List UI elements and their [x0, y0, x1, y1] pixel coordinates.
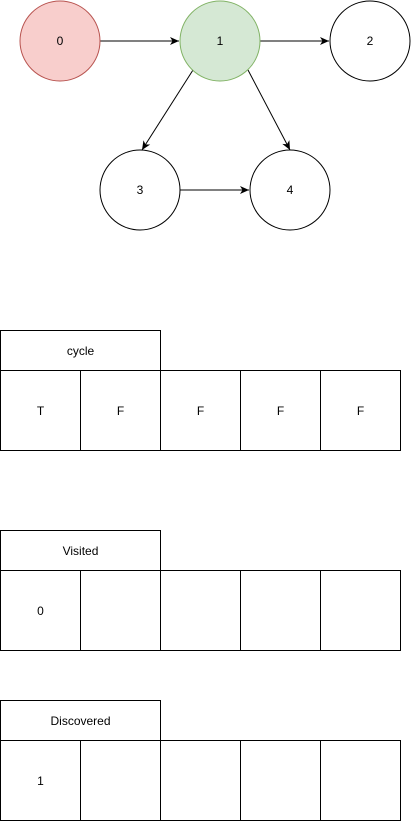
node-1-label: 1	[217, 34, 224, 48]
visited-cell-0: 0	[0, 570, 81, 651]
visited-table-header: Visited	[0, 530, 161, 571]
discovered-cell-3	[240, 740, 321, 821]
visited-cell-4	[320, 570, 401, 651]
node-1-circle	[179, 0, 261, 82]
cycle-cell-1: F	[80, 370, 161, 451]
discovered-cell-0: 1	[0, 740, 81, 821]
node-0-circle	[19, 0, 101, 82]
graph-diagram: 0 1 2 3 4	[19, 0, 411, 231]
cycle-cell-2: F	[160, 370, 241, 451]
edge-1-4	[247, 69, 291, 151]
visited-cell-2	[160, 570, 241, 651]
node-4-circle	[249, 149, 331, 231]
cycle-cell-3: F	[240, 370, 321, 451]
node-3: 3	[99, 149, 181, 231]
node-3-label: 3	[137, 183, 144, 197]
cycle-cell-0: T	[0, 370, 81, 451]
node-3-circle	[99, 149, 181, 231]
edge-1-3	[141, 69, 194, 151]
node-1: 1	[179, 0, 261, 82]
node-0: 0	[19, 0, 101, 82]
node-4-label: 4	[287, 183, 294, 197]
visited-cell-1	[80, 570, 161, 651]
node-2-circle	[329, 0, 411, 82]
discovered-cell-4	[320, 740, 401, 821]
discovered-cell-2	[160, 740, 241, 821]
discovered-cell-1	[80, 740, 161, 821]
node-0-label: 0	[57, 34, 64, 48]
cycle-cell-4: F	[320, 370, 401, 451]
node-4: 4	[249, 149, 331, 231]
cycle-table-header: cycle	[0, 330, 161, 371]
discovered-table-header: Discovered	[0, 700, 161, 741]
visited-cell-3	[240, 570, 321, 651]
node-2: 2	[329, 0, 411, 82]
node-2-label: 2	[367, 34, 374, 48]
